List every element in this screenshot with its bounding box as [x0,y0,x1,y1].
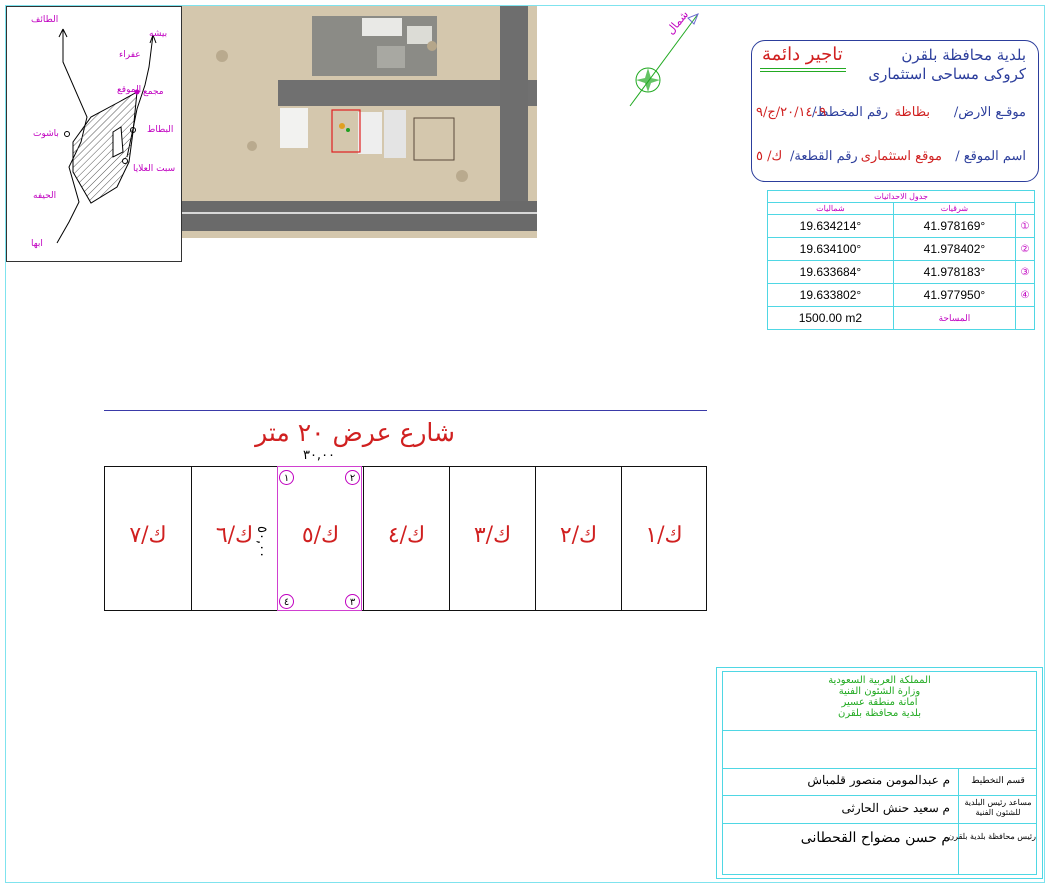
parcel-label: ك/٧ [129,523,167,548]
point-number: ④ [1015,283,1035,307]
north-cell: 19.634100° [767,237,894,261]
plot-number-label: رقم القطعة/ [790,149,858,164]
map-label-sabt-alalaya: سبت العلايا [133,164,176,174]
lease-type: تاجير دائمة [762,44,843,65]
col-east-header: شرقيات [892,202,1017,215]
east-cell: 41.977950° [892,283,1017,307]
east-cell: 41.978402° [892,237,1017,261]
col-num-header [1015,202,1035,215]
map-label-complex: مجمع [143,87,164,97]
table-row: 19.633802° 41.977950° ④ [767,283,1035,307]
parcel-label: ك/١ [645,523,683,548]
north-cell: 19.633802° [767,283,894,307]
map-label-bitat: البطاط [147,125,174,135]
locator-map: الطائف بيشه عفراء الموقع مجمع البطاط باش… [6,6,182,262]
title-divider-4 [722,823,1037,824]
role-assistant: مساعد رئيس البلدية للشئون الفنية [964,798,1032,817]
corner-marker-4: ٤ [279,594,294,609]
role-planning: قسم التخطيط [971,776,1025,786]
name-head: م حسن مضواح القحطانى [800,830,950,846]
satellite-drawing [182,6,537,238]
plan-number-value: ٢٠/١٤٠٩/ج/٩ [756,105,827,120]
org-line-3: امانة منطقة عسير [841,697,918,708]
map-label-afra: عفراء [119,50,141,60]
title-col-divider [958,768,959,875]
parcels-row: ك/٧ ك/٦ ك/٥ ك/٤ ك/٣ ك/٢ ك/١ [104,466,707,611]
role-head: رئيس محافظة بلدية بلقرن [948,832,1036,841]
col-north-header: شماليات [767,202,894,215]
header-box: بلدية محافظة بلقرن تاجير دائمة كروكى مسا… [751,40,1039,182]
parcel-4: ك/٤ [363,467,449,610]
map-label-bisha: بيشه [149,29,168,39]
corner-marker-1: ١ [279,470,294,485]
parcel-2: ك/٢ [535,467,621,610]
parcel-7: ك/٧ [105,467,191,610]
map-label-taif: الطائف [31,15,59,25]
parcel-label: ك/٢ [559,523,598,548]
street-line [104,410,707,411]
parcel-1: ك/١ [621,467,706,610]
selected-parcel-outline [277,466,362,611]
plan-number-label: رقم المخطط/ [812,105,889,120]
lease-underline [760,68,846,69]
location-label: موقـع الارض/ [953,105,1026,120]
corner-marker-3: ٣ [345,594,360,609]
locator-map-drawing [56,28,157,244]
north-arrow: شمال [622,8,712,113]
area-empty-cell [1015,306,1035,330]
name-assistant: م سعيد حنش الحارثى [841,801,950,815]
parcel-6: ك/٦ [191,467,277,610]
title-divider-3 [722,795,1037,796]
org-line-2: وزارة الشئون الفنية [838,686,921,697]
title-divider-2 [722,768,1037,769]
map-label-abha: ابها [31,239,43,249]
table-row: 1500.00 m2 المساحة [767,306,1035,330]
org-line-1: المملكة العربية السعودية [828,675,931,686]
location-value: بظاظة [894,105,930,120]
east-cell: 41.978169° [892,214,1017,238]
east-cell: 41.978183° [892,260,1017,284]
drawing-frame [5,5,1045,883]
municipality-name: بلدية محافظة بلقرن [901,46,1026,64]
parcel-label: ك/٦ [215,523,254,548]
street-name: شارع عرض ٢٠ متر [255,418,455,447]
site-name-label: اسم الموقع / [955,149,1026,164]
coordinates-table: جدول الاحداثيات شماليات شرقيات 19.634214… [767,190,1035,330]
point-number: ① [1015,214,1035,238]
north-cell: 19.633684° [767,260,894,284]
plot-number-value: ك/ ٥ [756,149,783,164]
satellite-image [182,6,537,238]
parcel-3: ك/٣ [449,467,535,610]
table-row: 19.634214° 41.978169° ① [767,214,1035,238]
sketch-title: كروكى مساحى استثمارى [868,65,1026,83]
north-arrow-drawing [629,13,699,107]
lease-underline-2 [760,71,846,72]
corner-marker-2: ٢ [345,470,360,485]
title-block [716,667,1043,879]
area-label: المساحة [892,306,1017,330]
coords-caption: جدول الاحداثيات [767,190,1035,203]
table-row: 19.633684° 41.978183° ③ [767,260,1035,284]
title-block-inner [722,671,1037,875]
parcel-label: ك/٣ [473,523,512,548]
org-block: المملكة العربية السعودية وزارة الشئون ال… [722,675,1037,719]
map-label-site: الموقع [117,85,142,95]
side-dimension: ٥٠,٠٠ [254,526,269,559]
parcel-label: ك/٤ [387,523,426,548]
area-value: 1500.00 m2 [767,306,894,330]
point-number: ② [1015,237,1035,261]
title-divider-1 [722,730,1037,731]
map-label-bashot: باشوت [33,129,59,139]
site-name-value: موقع استثمارى [860,149,942,164]
north-cell: 19.634214° [767,214,894,238]
table-row: 19.634100° 41.978402° ② [767,237,1035,261]
org-line-4: بلدية محافظة بلقرن [837,708,922,719]
frontage-dimension: ٣٠,٠٠ [302,448,336,463]
parcel-label: ك/٥ [301,523,340,548]
name-planning: م عبدالمومن منصور قلمباش [807,773,950,787]
map-label-alhifa: الحيفه [33,191,57,201]
point-number: ③ [1015,260,1035,284]
